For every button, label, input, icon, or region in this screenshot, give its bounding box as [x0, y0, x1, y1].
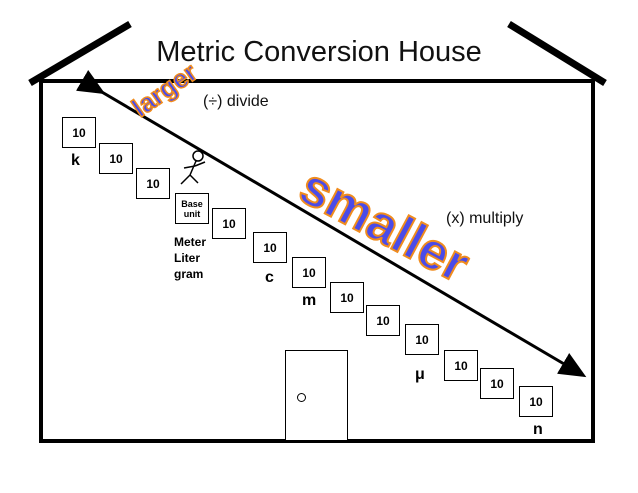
unit-meter: Meter [174, 235, 207, 249]
house-door [285, 350, 348, 441]
step-box: 10 [136, 168, 170, 199]
step-box: 10 [444, 350, 478, 381]
base-unit-box: Base unit [175, 193, 209, 224]
step-box: 10 [480, 368, 514, 399]
step-box: 10 [366, 305, 400, 336]
prefix-micro: μ [415, 366, 425, 383]
prefix-nano: n [533, 421, 543, 438]
step-box: 10 [62, 117, 96, 148]
base-unit-line1: Base [181, 198, 203, 209]
roof-left [28, 20, 132, 87]
step-box: 10 [330, 282, 364, 313]
base-unit-line2: unit [183, 208, 201, 219]
step-box: 10 [99, 143, 133, 174]
step-box: 10 [292, 257, 326, 288]
stick-figure-icon [180, 150, 206, 185]
unit-liter: Liter [174, 251, 201, 265]
door-knob [297, 393, 306, 402]
prefix-milli: m [302, 292, 317, 309]
step-box: 10 [253, 232, 287, 263]
step-box: 10 [212, 208, 246, 239]
prefix-centi: c [265, 269, 274, 286]
page-title: Metric Conversion House [156, 36, 482, 68]
prefix-kilo: k [71, 152, 80, 169]
base-units-list: Meter Liter gram [174, 234, 206, 282]
divide-label: (÷) divide [203, 93, 269, 110]
step-box: 10 [519, 386, 553, 417]
unit-gram: gram [174, 267, 204, 281]
multiply-label: (x) multiply [446, 210, 524, 227]
conversion-arrow [75, 70, 587, 378]
step-box: 10 [405, 324, 439, 355]
roof-right [507, 21, 607, 86]
